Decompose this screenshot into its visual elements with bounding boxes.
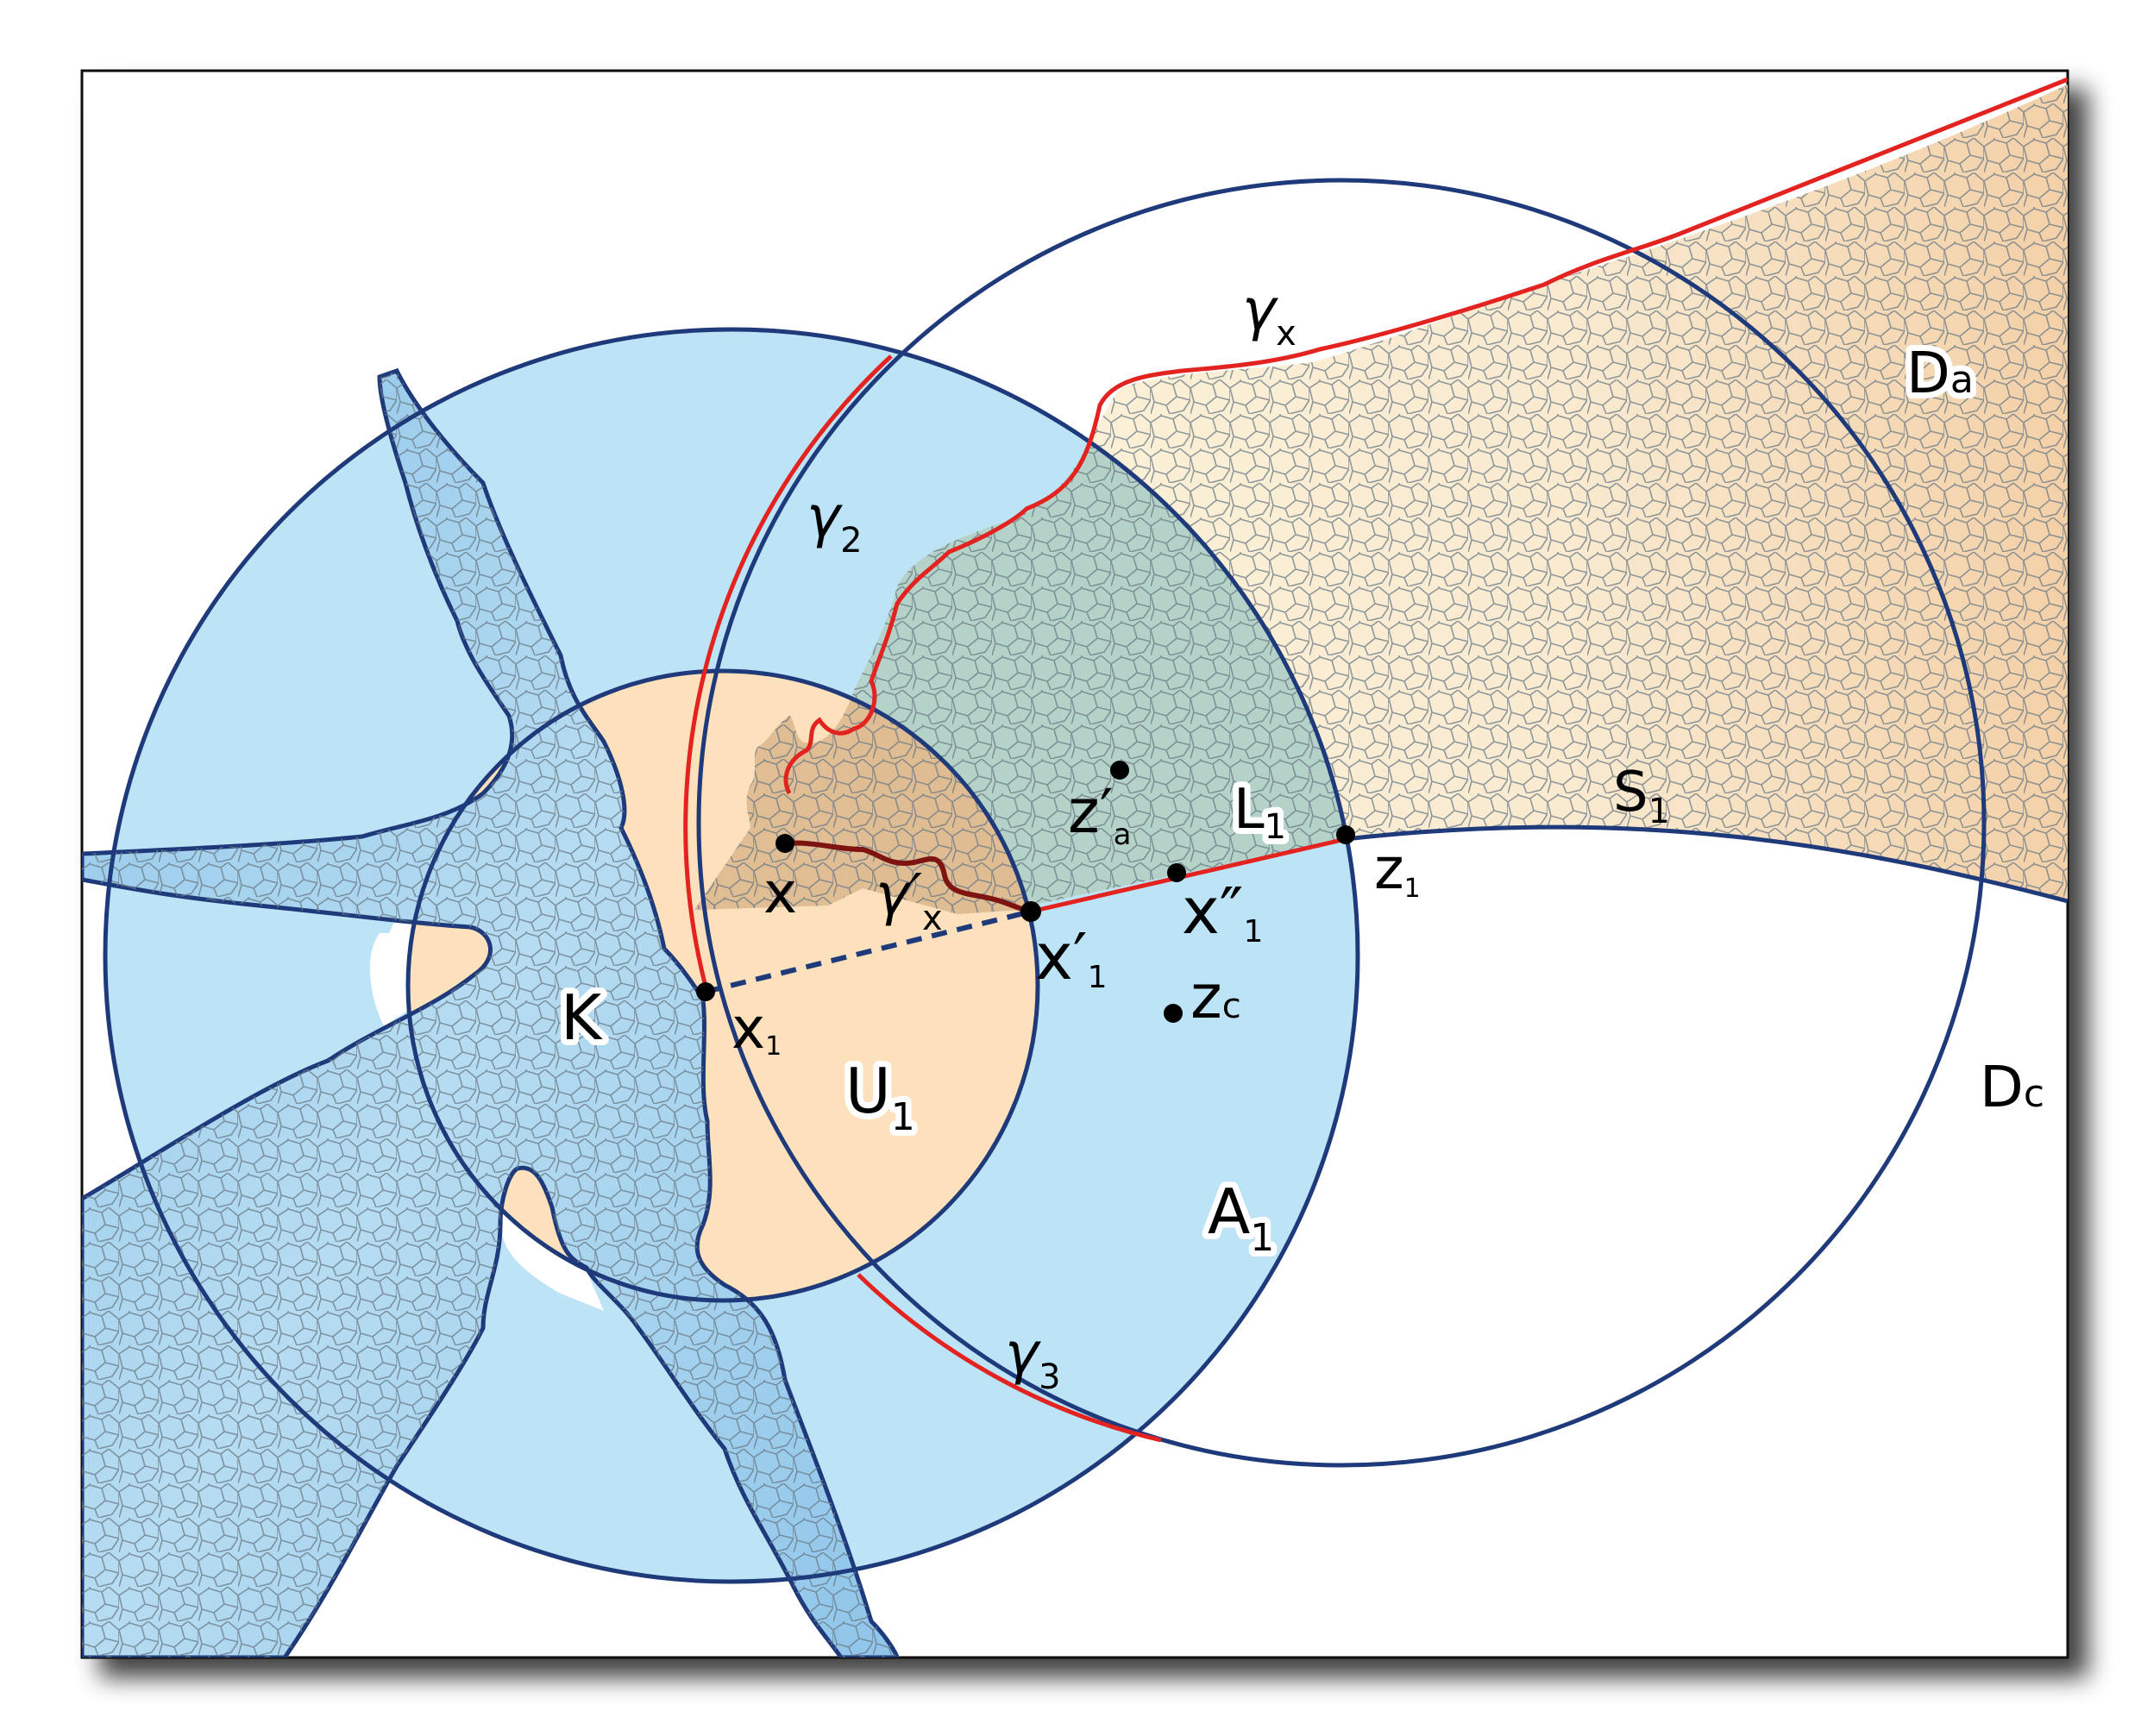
point-za-prime bbox=[1110, 761, 1129, 780]
label-x1-prime: x′1 bbox=[1035, 920, 1108, 995]
label-z1: z1 bbox=[1374, 836, 1421, 904]
label-K: K bbox=[561, 981, 603, 1054]
outer-circle bbox=[103, 327, 1360, 1584]
point-x1 bbox=[696, 982, 715, 1001]
curve-S1 bbox=[1345, 824, 2068, 904]
label-gamma3: γ3 bbox=[1005, 1320, 1061, 1397]
label-Da: Da bbox=[1906, 340, 1974, 406]
label-S1: S1 bbox=[1613, 761, 1670, 831]
curve-gammax bbox=[783, 77, 2068, 795]
label-x: x bbox=[763, 860, 797, 926]
point-x bbox=[775, 834, 794, 853]
label-x1-doubleprime: x″1 bbox=[1182, 874, 1263, 949]
label-A1: A1 bbox=[1208, 1175, 1274, 1260]
label-gammax-prime: γ′x bbox=[876, 862, 943, 938]
region-K-mesh bbox=[82, 371, 897, 1658]
circle-Dc bbox=[696, 178, 1987, 1468]
point-z1 bbox=[1336, 825, 1355, 844]
curve-gammax-prime bbox=[784, 840, 1032, 914]
point-x1-prime bbox=[1020, 901, 1041, 922]
segment-x1p-z1 bbox=[1030, 837, 1347, 914]
curve-gamma3 bbox=[857, 1273, 1162, 1443]
label-gamma2: γ2 bbox=[807, 484, 863, 561]
dashed-segment-x1-x1p bbox=[705, 909, 1032, 994]
point-x1-doubleprime bbox=[1167, 863, 1186, 882]
label-za-prime: z′a bbox=[1068, 776, 1131, 852]
point-zc bbox=[1164, 1004, 1183, 1023]
label-zc: zc bbox=[1190, 962, 1241, 1032]
inner-circle bbox=[405, 668, 1040, 1303]
curve-gamma2 bbox=[683, 354, 893, 984]
label-U1: U1 bbox=[845, 1055, 915, 1139]
label-Dc: Dc bbox=[1980, 1054, 2044, 1120]
label-gammax: γx bbox=[1242, 277, 1297, 354]
label-x1: x1 bbox=[731, 995, 782, 1062]
